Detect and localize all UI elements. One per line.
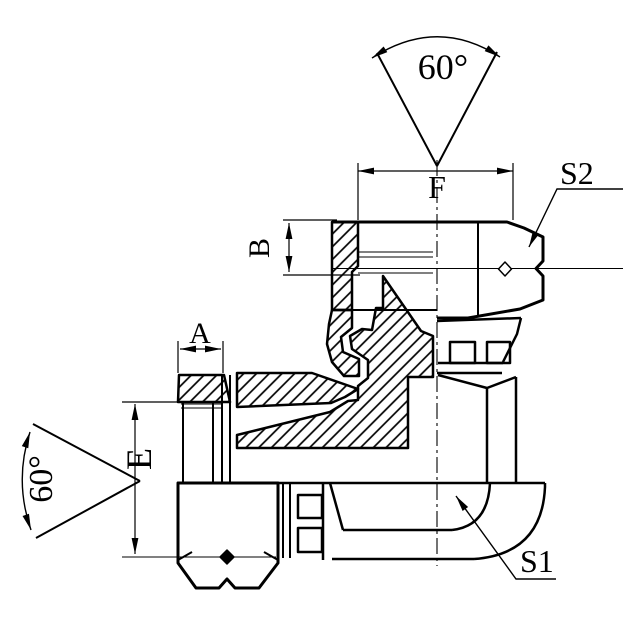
top-cone-annotation: [371, 36, 501, 167]
gasket-lines: [282, 483, 291, 558]
top-nut-outline: [332, 220, 545, 320]
left-hex-chamfer-slants: [177, 551, 279, 561]
s2-leader-label: S2: [560, 155, 594, 191]
tab-base-lines: [437, 361, 503, 375]
lower-tab1: [296, 493, 324, 520]
top-cone-lines: [376, 51, 498, 167]
dim-f-label: F: [428, 169, 446, 205]
wrench-flat-tab2: [485, 340, 512, 365]
dim-b-ext-lines: [283, 219, 360, 276]
left-hex-face-diamond: [219, 549, 235, 565]
dim-a-label: A: [189, 317, 211, 350]
top-port-nut: [332, 220, 545, 320]
dim-b-label: B: [243, 238, 276, 258]
left-cone-arc: [21, 431, 32, 531]
left-arm-wall-section: [235, 371, 360, 409]
left-port-thread-line: [181, 403, 222, 409]
body-hex-chamfer-v: [437, 373, 517, 390]
left-stub-lines: [182, 375, 231, 483]
s2-leader-line: [528, 188, 623, 248]
top-cone-angle-label: 60°: [418, 47, 468, 87]
dim-e-label: E: [119, 448, 159, 470]
s1-leader-line: [455, 495, 556, 580]
left-cone-annotation: [21, 423, 141, 539]
dim-a-ext-lines: [177, 341, 224, 373]
top-hex-face-diamond: [497, 261, 513, 277]
section-shapes: [176, 220, 435, 450]
left-cone-angle-label: 60°: [23, 455, 60, 503]
dim-f: [357, 163, 514, 220]
s2-leader: [528, 188, 623, 248]
left-hex-outline: [176, 481, 280, 590]
neck-top-line: [436, 316, 522, 323]
neck-verticals: [485, 377, 518, 483]
left-cone-lines: [32, 423, 141, 539]
top-nut-wall-section: [330, 220, 360, 312]
outer-corner-arc: [473, 483, 547, 561]
lower-tab2: [296, 526, 324, 554]
s1-leader: [455, 495, 556, 580]
s1-leader-label: S1: [520, 543, 554, 579]
elbow-body-section: [235, 274, 435, 450]
centerlines: [122, 160, 623, 566]
lower-body: [177, 481, 547, 561]
upper-body: [436, 316, 523, 483]
dim-a: [177, 341, 224, 373]
top-cone-arc: [371, 36, 501, 59]
wrench-flat-tab1: [448, 340, 477, 365]
left-port: [176, 375, 280, 590]
neck-right-chamfer: [501, 317, 523, 363]
inner-corner-arc: [451, 482, 492, 532]
dim-b: [283, 219, 360, 276]
body-cone-chamfer: [328, 482, 345, 531]
top-nut-skirt-section: [325, 308, 361, 378]
top-nut-thread-line2: [358, 251, 433, 274]
